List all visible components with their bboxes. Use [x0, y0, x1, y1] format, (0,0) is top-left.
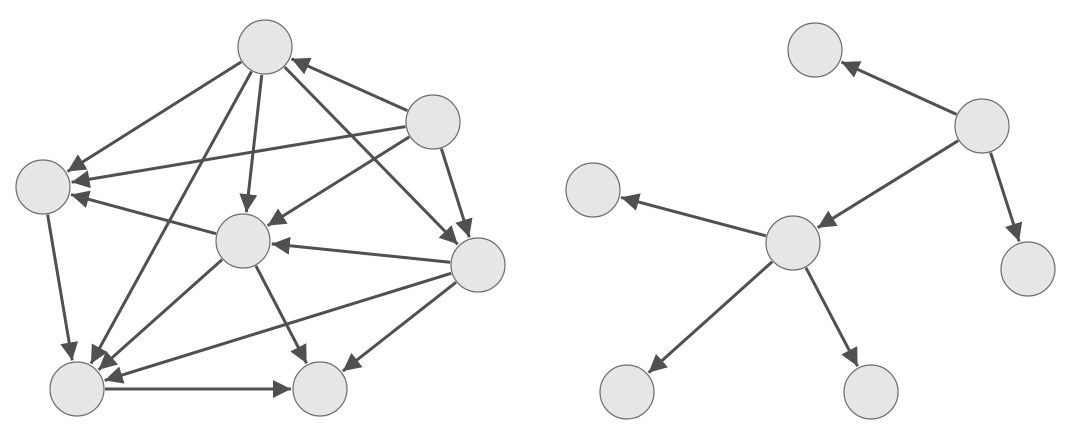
edge-c-to-e	[46, 214, 79, 361]
edge-k-to-j	[620, 193, 767, 238]
edge-b-to-a	[290, 57, 409, 112]
edge-i-to-l	[989, 152, 1023, 242]
node-n	[843, 364, 899, 420]
node-i	[954, 98, 1010, 154]
edge-a-to-d	[239, 74, 264, 213]
edge-f-to-e	[104, 271, 452, 384]
edge-a-to-c	[66, 60, 243, 173]
node-m	[599, 364, 655, 420]
edge-d-to-e	[97, 258, 224, 371]
node-f	[450, 237, 506, 293]
node-b	[405, 94, 461, 150]
edge-b-to-c	[71, 125, 406, 189]
edge-k-to-n	[804, 267, 859, 367]
edge-b-to-d	[266, 135, 411, 227]
edge-i-to-k	[816, 139, 959, 229]
node-e	[49, 361, 105, 417]
edge-b-to-f	[439, 148, 473, 238]
node-c	[15, 159, 71, 215]
dense-graph	[15, 19, 506, 417]
edge-a-to-f	[283, 65, 459, 246]
node-g	[292, 361, 348, 417]
node-k	[765, 215, 821, 271]
node-h	[787, 22, 843, 78]
edge-a-to-e	[89, 70, 253, 365]
node-j	[565, 162, 621, 218]
edge-k-to-m	[647, 260, 774, 374]
edge-f-to-d	[271, 236, 451, 264]
edge-d-to-c	[70, 190, 217, 236]
edge-i-to-h	[840, 60, 958, 116]
edge-f-to-g	[341, 281, 457, 373]
edge-d-to-g	[254, 265, 308, 364]
tree-graph	[565, 22, 1056, 420]
node-l	[1000, 241, 1056, 297]
node-d	[215, 213, 271, 269]
node-a	[237, 19, 293, 75]
